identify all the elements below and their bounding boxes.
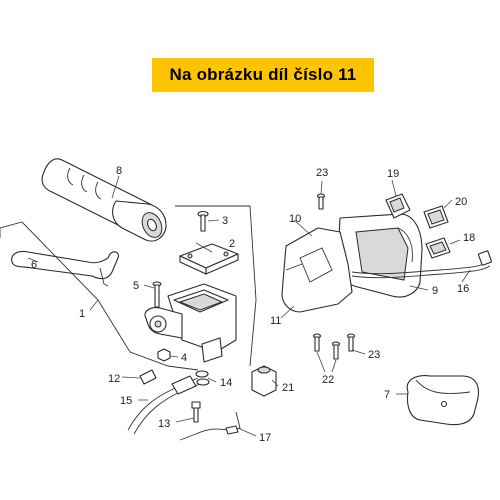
callout-10: 10 xyxy=(289,213,301,225)
switch-cable[interactable] xyxy=(179,411,241,441)
protective-cover[interactable] xyxy=(406,375,480,426)
callout-17: 17 xyxy=(259,432,271,444)
callout-18: 18 xyxy=(463,232,475,244)
switch-housing-cover[interactable] xyxy=(281,227,353,313)
callout-labels: 8 6 1 3 2 5 4 12 15 14 13 17 21 10 11 9 … xyxy=(31,165,475,444)
callout-19: 19 xyxy=(387,168,399,180)
callout-21: 21 xyxy=(282,382,294,394)
callout-23-lower: 23 xyxy=(368,349,380,361)
callout-13: 13 xyxy=(158,418,170,430)
switch-wiring-harness[interactable] xyxy=(351,250,493,279)
callout-11: 11 xyxy=(270,315,281,327)
callout-20: 20 xyxy=(455,196,467,208)
callout-6: 6 xyxy=(31,259,37,271)
light-switch[interactable] xyxy=(423,205,449,229)
callout-4: 4 xyxy=(181,352,187,364)
banner-text: Na obrázku díl číslo 11 xyxy=(169,65,357,84)
master-cylinder-body[interactable] xyxy=(144,283,237,363)
brake-hose[interactable] xyxy=(127,375,201,435)
callout-14: 14 xyxy=(220,377,232,389)
callout-5: 5 xyxy=(133,280,139,292)
leader-lines xyxy=(27,175,471,437)
master-cylinder-group-outline xyxy=(0,205,257,371)
housing-screws-lower[interactable] xyxy=(312,333,356,360)
clamp-screw[interactable] xyxy=(152,281,162,308)
brake-light-switch[interactable] xyxy=(251,365,277,397)
handlebar-grip[interactable] xyxy=(41,158,167,242)
banjo-bolt[interactable] xyxy=(191,401,201,423)
callout-15: 15 xyxy=(120,395,132,407)
callout-12: 12 xyxy=(108,373,120,385)
callout-2: 2 xyxy=(229,238,235,250)
callout-16: 16 xyxy=(457,283,469,295)
reservoir-cover[interactable] xyxy=(179,243,239,275)
pivot-nut[interactable] xyxy=(157,348,171,362)
callout-8: 8 xyxy=(116,165,122,177)
housing-screw-upper[interactable] xyxy=(316,193,326,210)
callout-1: 1 xyxy=(79,308,85,320)
part-number-banner: Na obrázku díl číslo 11 xyxy=(152,58,374,92)
callout-9: 9 xyxy=(432,285,438,297)
callout-7: 7 xyxy=(384,389,390,401)
turn-signal-switch[interactable] xyxy=(425,237,451,259)
brake-lever[interactable] xyxy=(11,250,119,287)
callout-23-upper: 23 xyxy=(316,167,328,179)
horn-switch[interactable] xyxy=(385,193,411,219)
sealing-washers[interactable] xyxy=(195,370,210,386)
callout-22: 22 xyxy=(322,374,334,386)
cover-screw[interactable] xyxy=(197,210,209,232)
callout-3: 3 xyxy=(222,215,228,227)
bleeder-valve[interactable] xyxy=(139,369,157,385)
